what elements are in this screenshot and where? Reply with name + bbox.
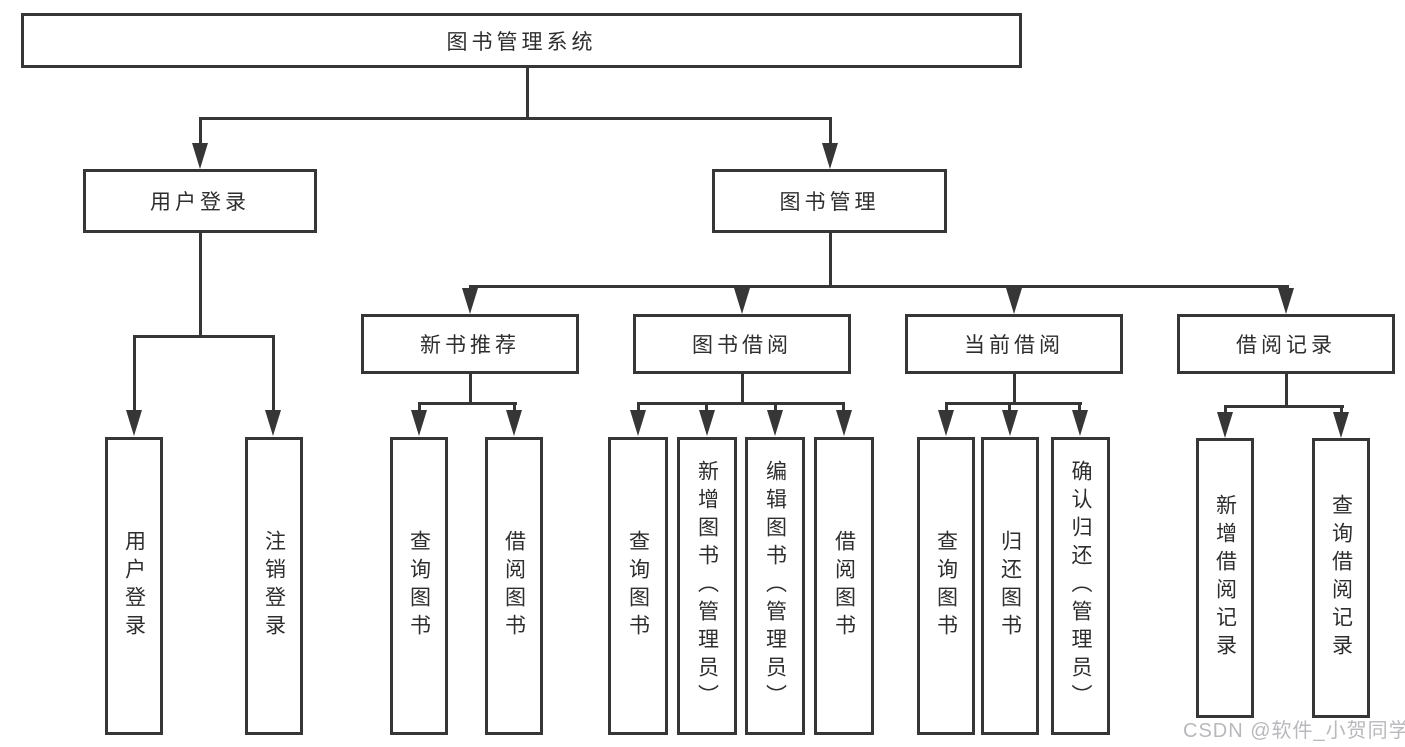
leaf-query-books-borrow: 查询图书 [608,437,668,735]
node-book-borrow-label: 图书借阅 [692,334,792,357]
leaf-label: 查询借阅记录 [1329,494,1353,662]
leaf-query-borrow-record: 查询借阅记录 [1312,438,1370,718]
leaf-user-login: 用户登录 [105,437,163,735]
arrow-down-icon [462,288,478,314]
arrow-down-icon [1072,410,1088,436]
connector-stem [469,374,472,405]
node-current-borrow-label: 当前借阅 [964,334,1064,357]
connector-drop-leaf [637,402,640,412]
node-current-borrow: 当前借阅 [905,314,1123,374]
connector-level3-bar [469,285,1289,288]
arrow-down-icon [822,143,838,169]
leaf-label: 注销登录 [262,530,286,642]
leaf-borrow-books: 借阅图书 [814,437,874,735]
leaf-label: 查询图书 [934,530,958,642]
arrow-down-icon [411,410,427,436]
connector-user-login-bar [133,335,275,338]
connector-bar [418,402,517,405]
leaf-query-books-current: 查询图书 [917,437,975,735]
leaf-query-books-recommend: 查询图书 [390,437,448,735]
node-borrow-records-label: 借阅记录 [1236,334,1336,357]
arrow-down-icon [126,410,142,436]
leaf-add-borrow-record: 新增借阅记录 [1196,438,1254,718]
node-root: 图书管理系统 [21,13,1022,68]
arrow-down-icon [506,410,522,436]
connector-drop-leaf [418,402,421,412]
connector-drop-leaf [513,402,516,412]
connector-stem [741,374,744,405]
connector-drop-leaf [1340,405,1343,415]
connector-bar [1224,405,1344,408]
leaf-add-book-admin: 新增图书（管理员） [677,437,737,735]
leaf-label: 新增借阅记录 [1213,494,1237,662]
connector-bar [945,402,1082,405]
connector-drop-leaf [272,335,275,413]
leaf-logout: 注销登录 [245,437,303,735]
node-book-management-label: 图书管理 [779,191,880,214]
connector-root-stem [526,68,529,118]
leaf-label: 归还图书 [998,530,1022,642]
arrow-down-icon [1217,412,1233,438]
leaf-borrow-books-recommend: 借阅图书 [485,437,543,735]
arrow-down-icon [265,410,281,436]
connector-bar [637,402,845,405]
connector-drop-leaf [1008,402,1011,412]
arrow-down-icon [1333,412,1349,438]
leaf-label: 用户登录 [122,530,146,642]
connector-drop-book-management [829,117,832,146]
node-book-borrow: 图书借阅 [633,314,851,374]
connector-drop-leaf [774,402,777,412]
csdn-watermark: CSDN @软件_小贺同学 [1183,720,1405,742]
leaf-confirm-return-admin: 确认归还（管理员） [1051,437,1110,735]
leaf-edit-book-admin: 编辑图书（管理员） [745,437,805,735]
node-root-label: 图书管理系统 [446,30,597,54]
arrow-down-icon [630,410,646,436]
arrow-down-icon [699,410,715,436]
arrow-down-icon [192,143,208,169]
connector-user-login-stem [199,233,202,338]
connector-book-management-stem [829,233,832,288]
connector-drop-leaf [842,402,845,412]
arrow-down-icon [767,410,783,436]
connector-drop-leaf [1224,405,1227,415]
leaf-label: 确认归还（管理员） [1069,460,1092,712]
connector-drop-leaf [945,402,948,412]
connector-drop-leaf [1078,402,1081,412]
arrow-down-icon [734,288,750,314]
node-new-book-recommend: 新书推荐 [361,314,579,374]
arrow-down-icon [1002,410,1018,436]
leaf-return-books: 归还图书 [981,437,1039,735]
connector-stem [1285,374,1288,408]
arrow-down-icon [938,410,954,436]
node-borrow-records: 借阅记录 [1177,314,1395,374]
node-user-login-label: 用户登录 [150,191,250,214]
leaf-label: 编辑图书（管理员） [763,460,787,712]
arrow-down-icon [1006,288,1022,314]
arrow-down-icon [1278,288,1294,314]
connector-drop-leaf [705,402,708,412]
connector-drop-leaf [133,335,136,413]
connector-level2-bar [199,117,832,120]
arrow-down-icon [836,410,852,436]
node-user-login: 用户登录 [83,169,317,233]
node-new-book-recommend-label: 新书推荐 [420,334,520,357]
leaf-label: 查询图书 [626,530,650,642]
leaf-label: 新增图书（管理员） [695,460,719,712]
connector-stem [1013,374,1016,405]
leaf-label: 借阅图书 [502,530,526,642]
leaf-label: 查询图书 [407,530,431,642]
leaf-label: 借阅图书 [832,530,856,642]
node-book-management: 图书管理 [712,169,947,233]
connector-drop-user-login [199,117,202,146]
